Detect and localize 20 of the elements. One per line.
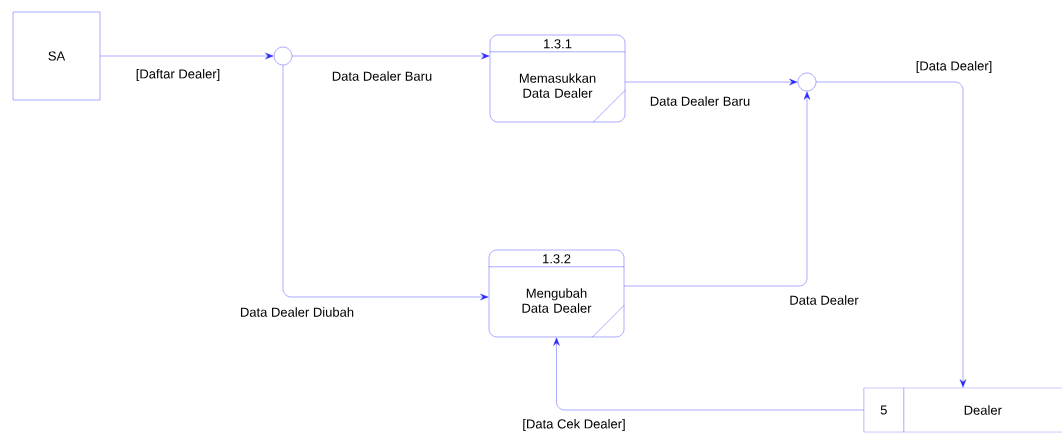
arrow — [282, 65, 489, 301]
edge-label: [Data Cek Dealer] — [521, 417, 627, 433]
arrow — [292, 52, 490, 60]
edge-label: Data Dealer Baru — [648, 95, 752, 107]
edge-label: [Daftar Dealer] — [134, 67, 222, 83]
entity-box: SA — [12, 11, 101, 101]
arrow — [553, 337, 864, 411]
edge-label: Data Dealer — [788, 294, 860, 306]
arrow — [625, 78, 798, 86]
process-box: 1.3.1 Memasukkan Data Dealer — [489, 34, 626, 123]
arrow — [624, 91, 811, 287]
process-box: 1.3.2 Mengubah Data Dealer — [488, 249, 625, 338]
arrow — [100, 52, 274, 60]
edge-label: Data Dealer Baru — [330, 70, 434, 82]
edge-label: Data Dealer Diubah — [238, 306, 356, 318]
edge-label: [Data Dealer] — [914, 59, 994, 75]
data-store: 5 Dealer — [863, 387, 1062, 433]
junction-circle — [797, 72, 817, 92]
arrow — [816, 81, 967, 388]
junction-circle — [273, 46, 293, 66]
